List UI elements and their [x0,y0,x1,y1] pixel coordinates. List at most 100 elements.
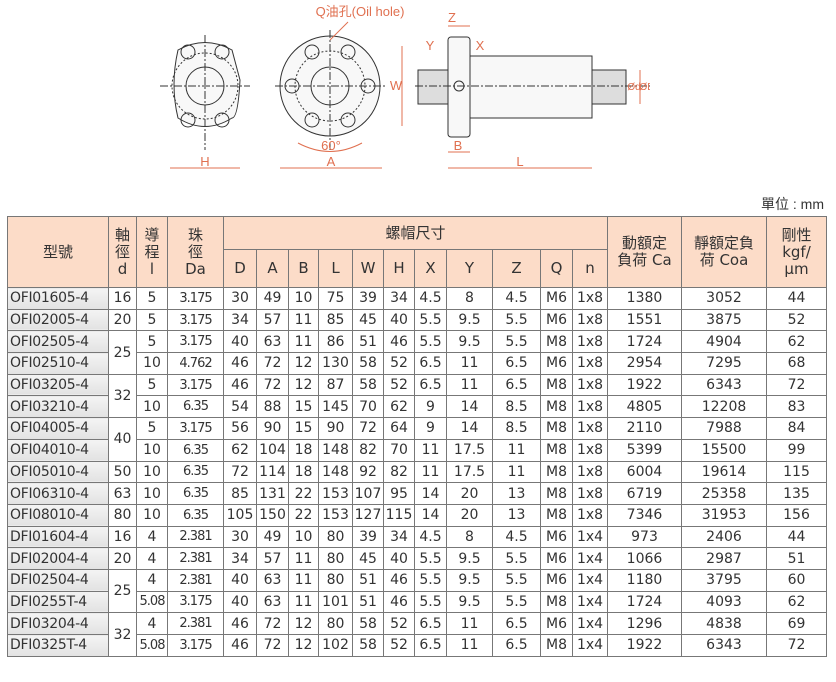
value-cell: 5 [136,287,168,310]
header-z: Z [492,249,541,288]
value-cell: 6719 [607,482,682,505]
value-cell: 50 [108,460,137,484]
value-cell: 11 [414,438,447,462]
value-cell: 131 [256,482,289,505]
value-cell: M8 [540,503,573,527]
dim-l: L [516,154,523,169]
value-cell: 2987 [681,547,767,570]
value-cell: M8 [540,590,573,614]
value-cell: 104 [256,438,289,462]
header-b: B [288,249,319,288]
value-cell: 14 [446,395,493,419]
value-cell: 57 [256,308,289,332]
value-cell: 25 [108,330,137,375]
value-cell: 44 [766,525,827,549]
value-cell: 5.5 [492,590,541,614]
value-cell: 52 [766,308,827,332]
value-cell: M6 [540,308,573,332]
value-cell: 12 [288,612,319,635]
value-cell: 5 [136,373,168,397]
value-cell: 39 [352,287,384,310]
value-cell: 1x4 [572,525,608,549]
value-cell: 6.35 [167,460,224,484]
value-cell: 1x8 [572,417,608,440]
model-cell: DFI02004-4 [7,547,109,570]
value-cell: 20 [446,482,493,505]
value-cell: 11 [446,373,493,397]
value-cell: 40 [223,568,257,592]
value-cell: 3875 [681,308,767,332]
value-cell: 4 [136,525,168,549]
value-cell: 1x8 [572,373,608,397]
value-cell: 4.762 [167,352,224,375]
value-cell: 9.5 [446,568,493,592]
value-cell: 4.5 [414,287,447,310]
value-cell: 20 [446,503,493,527]
value-cell: 3.175 [167,308,224,332]
value-cell: 14 [414,482,447,505]
value-cell: 5.5 [414,308,447,332]
value-cell: 12208 [681,395,767,419]
value-cell: 62 [383,395,415,419]
model-cell: OFI02505-4 [7,330,109,354]
value-cell: 40 [223,330,257,354]
value-cell: 57 [256,547,289,570]
header-dynamic-load-line: 動額定 [621,234,667,252]
value-cell: 82 [352,438,384,462]
model-cell: DFI0325T-4 [7,634,109,657]
header-d: D [223,249,257,288]
value-cell: 3.175 [167,330,224,354]
value-cell: 3.175 [167,373,224,397]
header-h: H [383,249,415,288]
model-cell: OFI08010-4 [7,503,109,527]
dim-b: B [454,138,463,153]
value-cell: 90 [318,417,353,440]
header-l: L [318,249,353,288]
value-cell: 6.5 [492,612,541,635]
dim-a: A [327,154,336,169]
value-cell: 130 [318,352,353,375]
value-cell: 1724 [607,330,682,354]
value-cell: 6.5 [492,352,541,375]
value-cell: 150 [256,503,289,527]
value-cell: 11 [288,590,319,614]
value-cell: 7295 [681,352,767,375]
value-cell: 34 [383,287,415,310]
value-cell: 2.381 [167,612,224,635]
header-ball-diameter-line: 徑 [187,242,203,261]
value-cell: 3.175 [167,417,224,440]
header-static-load: 靜額定負荷 Coa [681,216,767,288]
value-cell: 2406 [681,525,767,549]
header-static-load-line: 荷 Coa [699,251,749,269]
value-cell: 6343 [681,634,767,657]
value-cell: M6 [540,568,573,592]
value-cell: 5.5 [414,590,447,614]
value-cell: 6.5 [414,373,447,397]
value-cell: 1x4 [572,590,608,614]
value-cell: 4904 [681,330,767,354]
value-cell: 72 [766,634,827,657]
value-cell: 51 [352,590,384,614]
value-cell: 46 [383,568,415,592]
header-rigidity-line: μm [784,259,809,278]
value-cell: 6.35 [167,503,224,527]
header-w: W [352,249,384,288]
value-cell: 25358 [681,482,767,505]
value-cell: 16 [108,525,137,549]
value-cell: 145 [318,395,353,419]
value-cell: 7988 [681,417,767,440]
model-cell: OFI03205-4 [7,373,109,397]
value-cell: 58 [352,352,384,375]
value-cell: 70 [383,438,415,462]
value-cell: 46 [223,352,257,375]
value-cell: 32 [108,612,137,657]
value-cell: 1180 [607,568,682,592]
value-cell: 15 [288,417,319,440]
value-cell: 1922 [607,634,682,657]
value-cell: 2110 [607,417,682,440]
